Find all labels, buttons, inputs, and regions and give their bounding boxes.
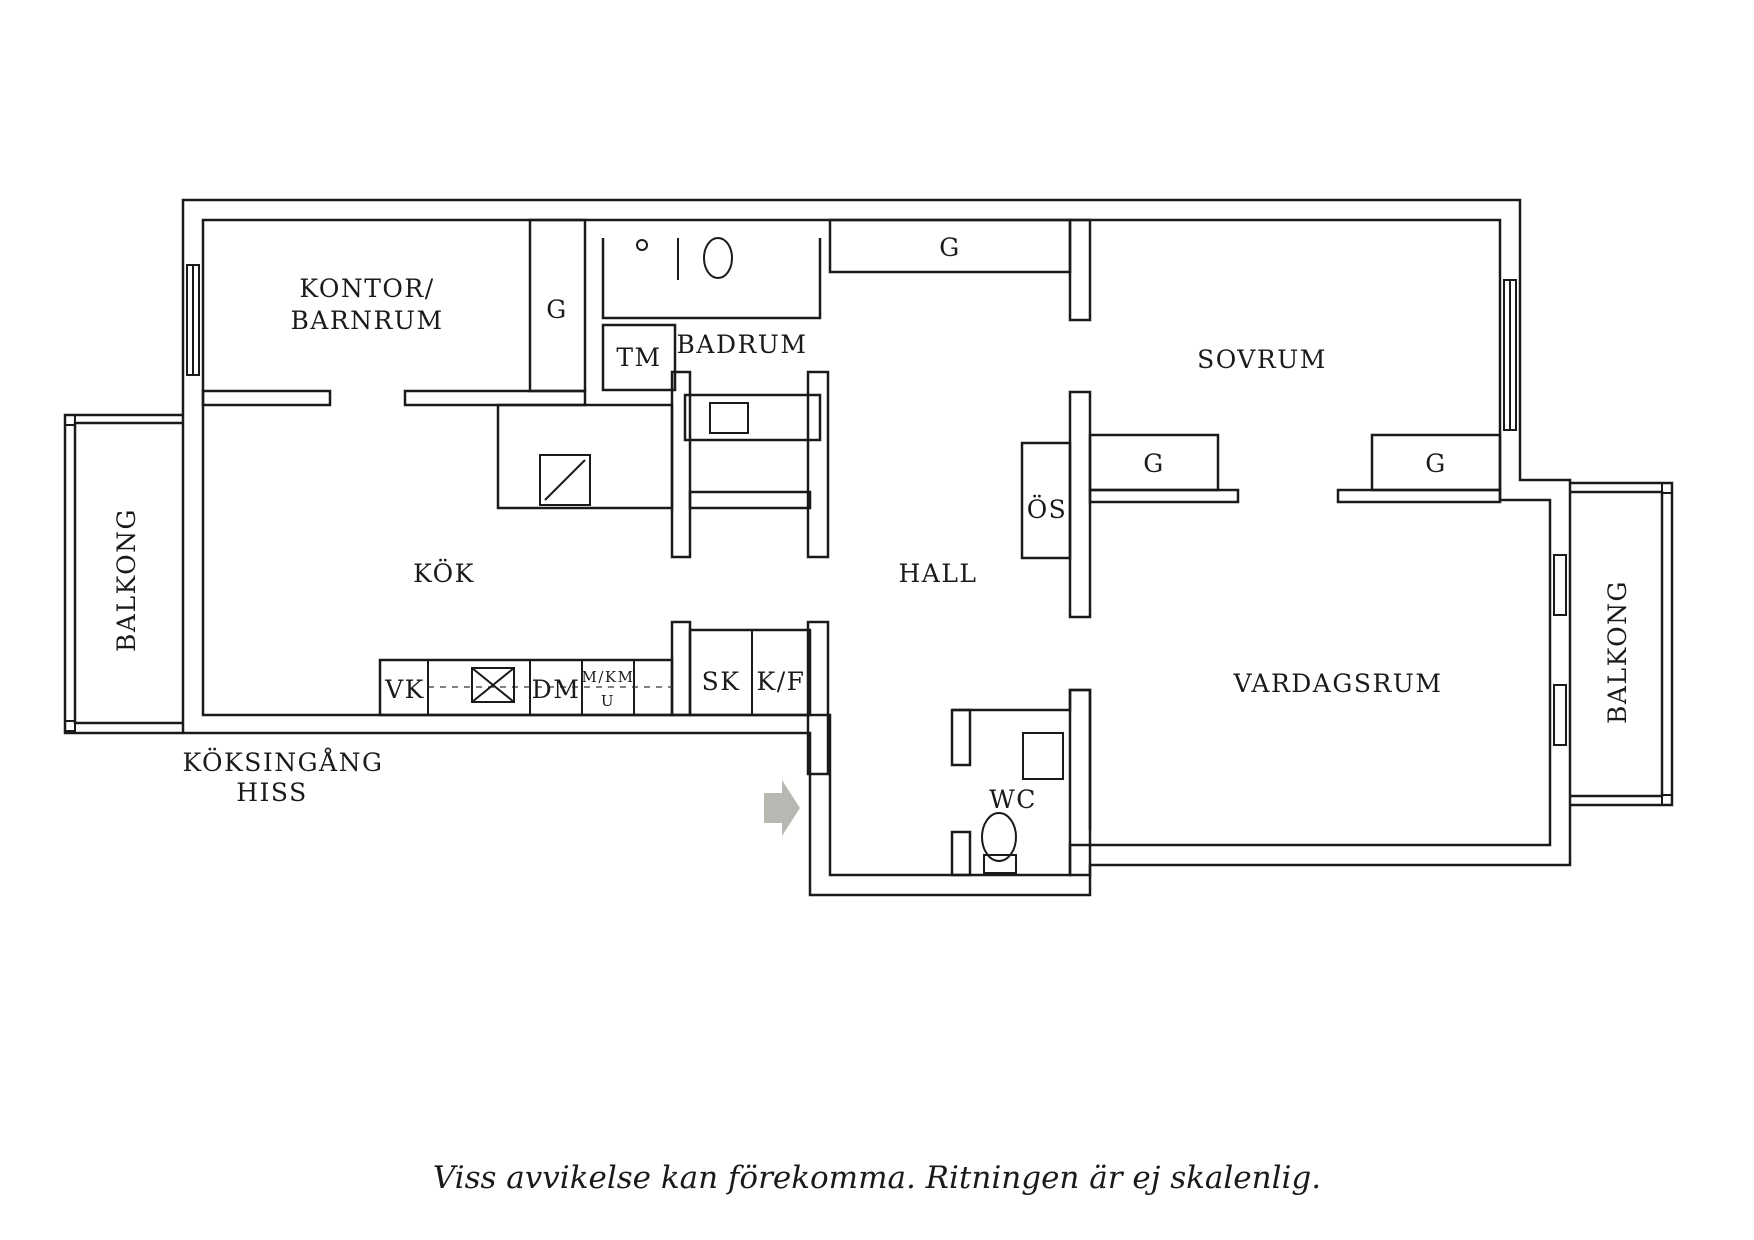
wc-basin-icon	[1022, 732, 1064, 780]
windows	[186, 264, 1567, 746]
room-hall: HALL	[898, 559, 977, 588]
room-kok: KÖK	[413, 559, 475, 588]
fixture-g-kontor: G	[546, 295, 567, 324]
room-vardagsrum: VARDAGSRUM	[1233, 669, 1443, 698]
fixture-g-sovrum-right: G	[1425, 449, 1446, 478]
entrance-label: KÖKSINGÅNG HISS	[183, 747, 384, 807]
fixture-u: U	[601, 692, 615, 710]
fixture-vk: VK	[384, 675, 425, 704]
fixture-dm: DM	[532, 675, 581, 704]
balcony-right	[1570, 481, 1674, 807]
washbasin-icon	[709, 402, 749, 434]
room-kontor-line1: KONTOR/	[299, 274, 434, 303]
wc-toilet-icon	[981, 812, 1017, 862]
room-sovrum: SOVRUM	[1197, 345, 1327, 374]
fixture-g-sovrum-left: G	[1143, 449, 1164, 478]
fixture-kf: K/F	[757, 667, 806, 696]
interior-walls	[201, 218, 1502, 877]
outer-walls	[181, 198, 1572, 897]
room-kontor-line2: BARNRUM	[290, 306, 443, 335]
disclaimer-text: Viss avvikelse kan förekomma. Ritningen …	[432, 1160, 1322, 1196]
balcony-left	[63, 413, 183, 735]
entrance-line2: HISS	[236, 778, 308, 807]
fixture-os: ÖS	[1027, 495, 1068, 524]
room-balkong-left: BALKONG	[112, 508, 141, 652]
room-badrum: BADRUM	[677, 330, 808, 359]
entrance-line1: KÖKSINGÅNG	[183, 747, 384, 777]
entrance-arrow-icon	[764, 780, 800, 836]
fixture-labels: G G G G TM ÖS VK DM M/KM U SK K/F	[384, 233, 1446, 710]
shaft-icon	[539, 454, 591, 506]
sink-icon	[471, 667, 515, 703]
room-balkong-right: BALKONG	[1603, 580, 1632, 724]
fixture-tm: TM	[616, 343, 661, 372]
toilet-icon	[703, 237, 733, 279]
fixture-mkm: M/KM	[582, 668, 635, 686]
room-labels: KONTOR/ BARNRUM BADRUM SOVRUM KÖK HALL V…	[112, 274, 1632, 814]
room-wc: WC	[989, 785, 1037, 814]
bathroom-fixtures	[636, 237, 1064, 874]
shower-icon	[636, 239, 648, 251]
fixture-sk: SK	[702, 667, 741, 696]
fixture-g-top: G	[939, 233, 960, 262]
kitchen-counter	[378, 658, 674, 717]
